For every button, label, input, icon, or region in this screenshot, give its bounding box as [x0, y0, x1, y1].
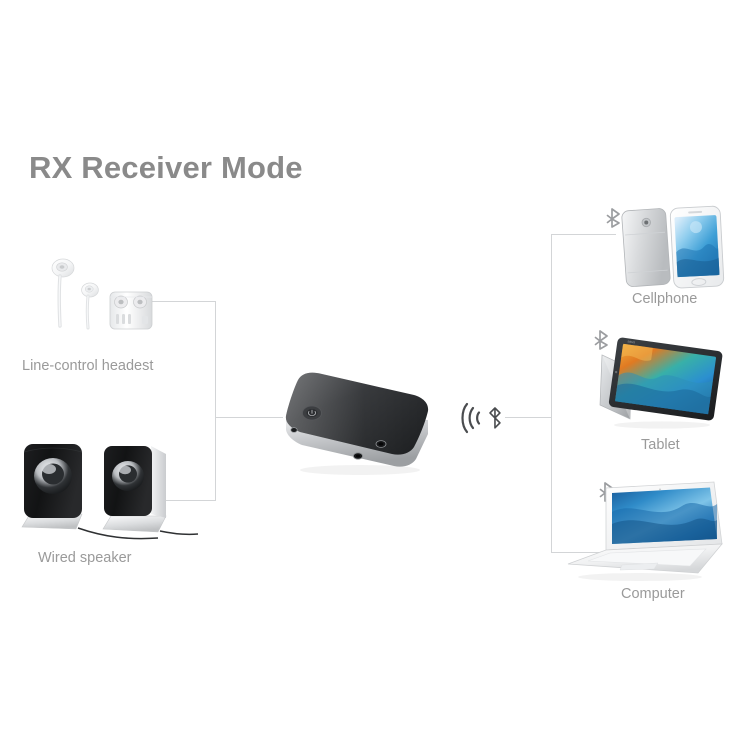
bluetooth-icon-cellphone: [606, 208, 624, 228]
connector-right-vertical: [551, 234, 553, 553]
bluetooth-icon-tablet: [594, 330, 612, 350]
label-tablet: Tablet: [641, 437, 680, 453]
connector-left-stem: [215, 417, 283, 419]
label-computer: Computer: [621, 586, 685, 602]
bluetooth-icon: [489, 407, 501, 429]
speaker-icon: [8, 438, 199, 548]
connector-left-bottom: [152, 500, 216, 502]
connector-right-top: [551, 234, 616, 236]
power-button-glyph: [302, 405, 322, 421]
label-cellphone: Cellphone: [632, 291, 698, 307]
laptop-icon: [562, 478, 736, 582]
connector-left-vertical: [215, 301, 217, 501]
label-wired-speaker: Wired speaker: [38, 550, 132, 566]
label-line-control-headset: Line-control headest: [22, 358, 154, 374]
smartphone-icon: [614, 205, 736, 289]
svg-text:asus: asus: [627, 339, 635, 344]
signal-waves-icon: [461, 402, 481, 434]
tablet-icon: asus: [586, 333, 730, 431]
page-title: RX Receiver Mode: [29, 150, 303, 185]
bluetooth-receiver-device: [276, 358, 456, 478]
connector-left-top: [152, 301, 216, 303]
earphones-icon: [36, 258, 160, 343]
connector-right-bottom: [551, 552, 603, 554]
wireless-signal-indicator: [461, 399, 506, 437]
connector-right-stem: [505, 417, 552, 419]
